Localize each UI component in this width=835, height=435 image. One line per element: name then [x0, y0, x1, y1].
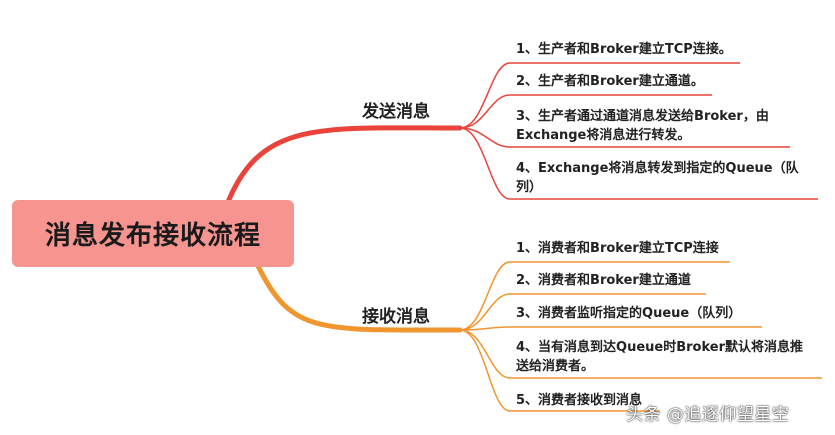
connector-root-send: [225, 125, 463, 205]
connector-root-receive: [255, 263, 463, 333]
connector-send-3: [459, 127, 790, 148]
connector-send-2: [459, 94, 712, 129]
connector-receive-5: [459, 329, 660, 412]
receive-step-5: 5、消费者接收到消息: [516, 393, 643, 408]
receive-step-3: 3、消费者监听指定的Queue（队列）: [516, 306, 742, 321]
receive-step-4: 4、当有消息到达Queue时Broker默认将消息推 送给消费者。: [516, 340, 804, 374]
send-step-3: 3、生产者通过通道消息发送给Broker，由 Exchange将消息进行转发。: [516, 109, 769, 143]
connector-send-4: [459, 127, 818, 200]
receive-step-2: 2、消费者和Broker建立通道: [516, 273, 691, 288]
connector-receive-4: [459, 329, 822, 379]
watermark: 头条 @追逐仰望星空: [626, 405, 790, 425]
root-topic: 消息发布接收流程: [12, 200, 294, 267]
connector-receive-1: [459, 261, 730, 331]
branch-send-label: 发送消息: [362, 102, 430, 122]
connector-receive-2: [459, 293, 706, 331]
connector-send-1: [459, 62, 740, 129]
send-step-2: 2、生产者和Broker建立通道。: [516, 74, 704, 89]
send-step-4: 4、Exchange将消息转发到指定的Queue（队 列）: [516, 161, 799, 195]
connector-receive-3: [459, 326, 762, 331]
receive-step-1: 1、消费者和Broker建立TCP连接: [516, 241, 719, 256]
branch-receive-label: 接收消息: [362, 307, 430, 327]
send-step-1: 1、生产者和Broker建立TCP连接。: [516, 42, 732, 57]
